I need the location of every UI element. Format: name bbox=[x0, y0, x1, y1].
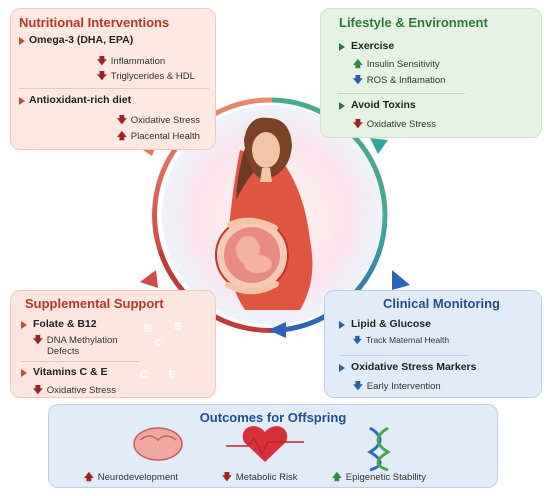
brain-icon bbox=[133, 427, 183, 461]
nutritional-divider bbox=[19, 88, 209, 89]
lifestyle-title: Lifestyle & Environment bbox=[339, 15, 488, 30]
arrow-up-icon: 🡅 bbox=[353, 59, 363, 70]
lifestyle-divider bbox=[337, 93, 465, 94]
markers-label: Oxidative Stress Markers bbox=[351, 361, 477, 373]
vitamin-e-badge: E bbox=[168, 369, 176, 381]
antiox-label: Antioxidant-rich diet bbox=[29, 94, 132, 106]
omega-item-inflammation: 🡇Inflammation bbox=[97, 56, 166, 67]
exercise-label: Exercise bbox=[351, 40, 395, 52]
arrow-to-clinical-icon bbox=[392, 270, 410, 290]
folate-label: Folate & B12 bbox=[33, 318, 97, 330]
outcome-epigenetic-stability: 🡅Epigenetic Stability bbox=[332, 472, 427, 483]
arrow-to-supplemental-icon bbox=[140, 270, 158, 288]
antiox-item-placental: 🡅Placental Health bbox=[117, 131, 200, 142]
outcome-neurodevelopment: 🡅Neurodevelopment bbox=[84, 472, 179, 483]
arrow-down-icon: 🡇 bbox=[33, 385, 43, 396]
arrow-bottom-icon bbox=[268, 322, 286, 338]
arrow-down-icon: 🡇 bbox=[353, 75, 363, 86]
toxins-bullet-icon bbox=[339, 102, 345, 110]
arrow-down-icon: 🡇 bbox=[353, 119, 363, 130]
markers-item-early: 🡇Early Intervention bbox=[353, 381, 441, 392]
pregnant-woman-illustration bbox=[215, 117, 313, 310]
clinical-title: Clinical Monitoring bbox=[383, 296, 500, 311]
clinical-divider bbox=[339, 355, 469, 356]
vitamin-c-badge-1: C bbox=[154, 338, 162, 349]
toxins-item-oxidative: 🡇Oxidative Stress bbox=[353, 119, 436, 130]
nutritional-panel: Nutritional Interventions Omega-3 (DHA, … bbox=[10, 8, 216, 150]
antiox-item-oxidative: 🡇Oxidative Stress bbox=[117, 115, 200, 126]
supplemental-panel: Supplemental Support Folate & B12 🡇DNA M… bbox=[10, 290, 216, 398]
lipid-bullet-icon bbox=[339, 321, 345, 329]
heart-icon bbox=[226, 426, 304, 462]
omega-item-triglycerides: 🡇Triglycerides & HDL bbox=[97, 71, 195, 82]
lipid-label: Lipid & Glucose bbox=[351, 318, 431, 330]
clinical-panel: Clinical Monitoring Lipid & Glucose 🡇Tra… bbox=[324, 290, 542, 398]
antiox-bullet-icon bbox=[19, 97, 25, 105]
arrow-up-icon: 🡅 bbox=[117, 131, 127, 142]
lifestyle-panel: Lifestyle & Environment Exercise 🡅Insuli… bbox=[320, 8, 542, 138]
markers-bullet-icon bbox=[339, 364, 345, 372]
dna-icon bbox=[367, 426, 391, 472]
arrow-to-lifestyle-icon bbox=[370, 138, 388, 154]
omega-bullet-icon bbox=[19, 37, 25, 45]
nutritional-title: Nutritional Interventions bbox=[19, 15, 170, 30]
omega-label: Omega-3 (DHA, EPA) bbox=[29, 34, 134, 46]
arrow-down-icon: 🡇 bbox=[353, 335, 362, 345]
arrow-down-icon: 🡇 bbox=[117, 115, 127, 126]
exercise-item-ros: 🡇ROS & Inflamation bbox=[353, 75, 446, 86]
arrow-down-icon: 🡇 bbox=[353, 381, 363, 392]
exercise-item-insulin: 🡅Insulin Sensitivity bbox=[353, 59, 440, 70]
vitamins-bullet-icon bbox=[21, 369, 27, 377]
arrow-down-icon: 🡇 bbox=[222, 472, 232, 483]
vitamins-label: Vitamins C & E bbox=[33, 366, 108, 378]
vitamin-c-badge-2: C bbox=[140, 369, 148, 381]
folate-bullet-icon bbox=[21, 321, 27, 329]
toxins-label: Avoid Toxins bbox=[351, 99, 416, 111]
lipid-item-track: 🡇Track Maternal Health bbox=[353, 335, 450, 345]
arrow-down-icon: 🡇 bbox=[33, 335, 43, 346]
arrow-up-icon: 🡅 bbox=[84, 472, 94, 483]
vitamin-b-badge-2: B bbox=[174, 321, 182, 333]
supplemental-title: Supplemental Support bbox=[25, 296, 164, 311]
arrow-up-icon: 🡅 bbox=[332, 472, 342, 483]
exercise-bullet-icon bbox=[339, 43, 345, 51]
arrow-down-icon: 🡇 bbox=[97, 71, 107, 82]
outcome-metabolic-risk: 🡇Metabolic Risk bbox=[222, 472, 298, 483]
vitamin-b12-badge-1: B bbox=[144, 323, 152, 335]
supplemental-divider bbox=[21, 361, 139, 362]
folate-item: 🡇DNA Methylation Defects bbox=[33, 335, 118, 357]
arrow-down-icon: 🡇 bbox=[97, 56, 107, 67]
vitamins-item-oxidative: 🡇Oxidative Stress bbox=[33, 385, 116, 396]
